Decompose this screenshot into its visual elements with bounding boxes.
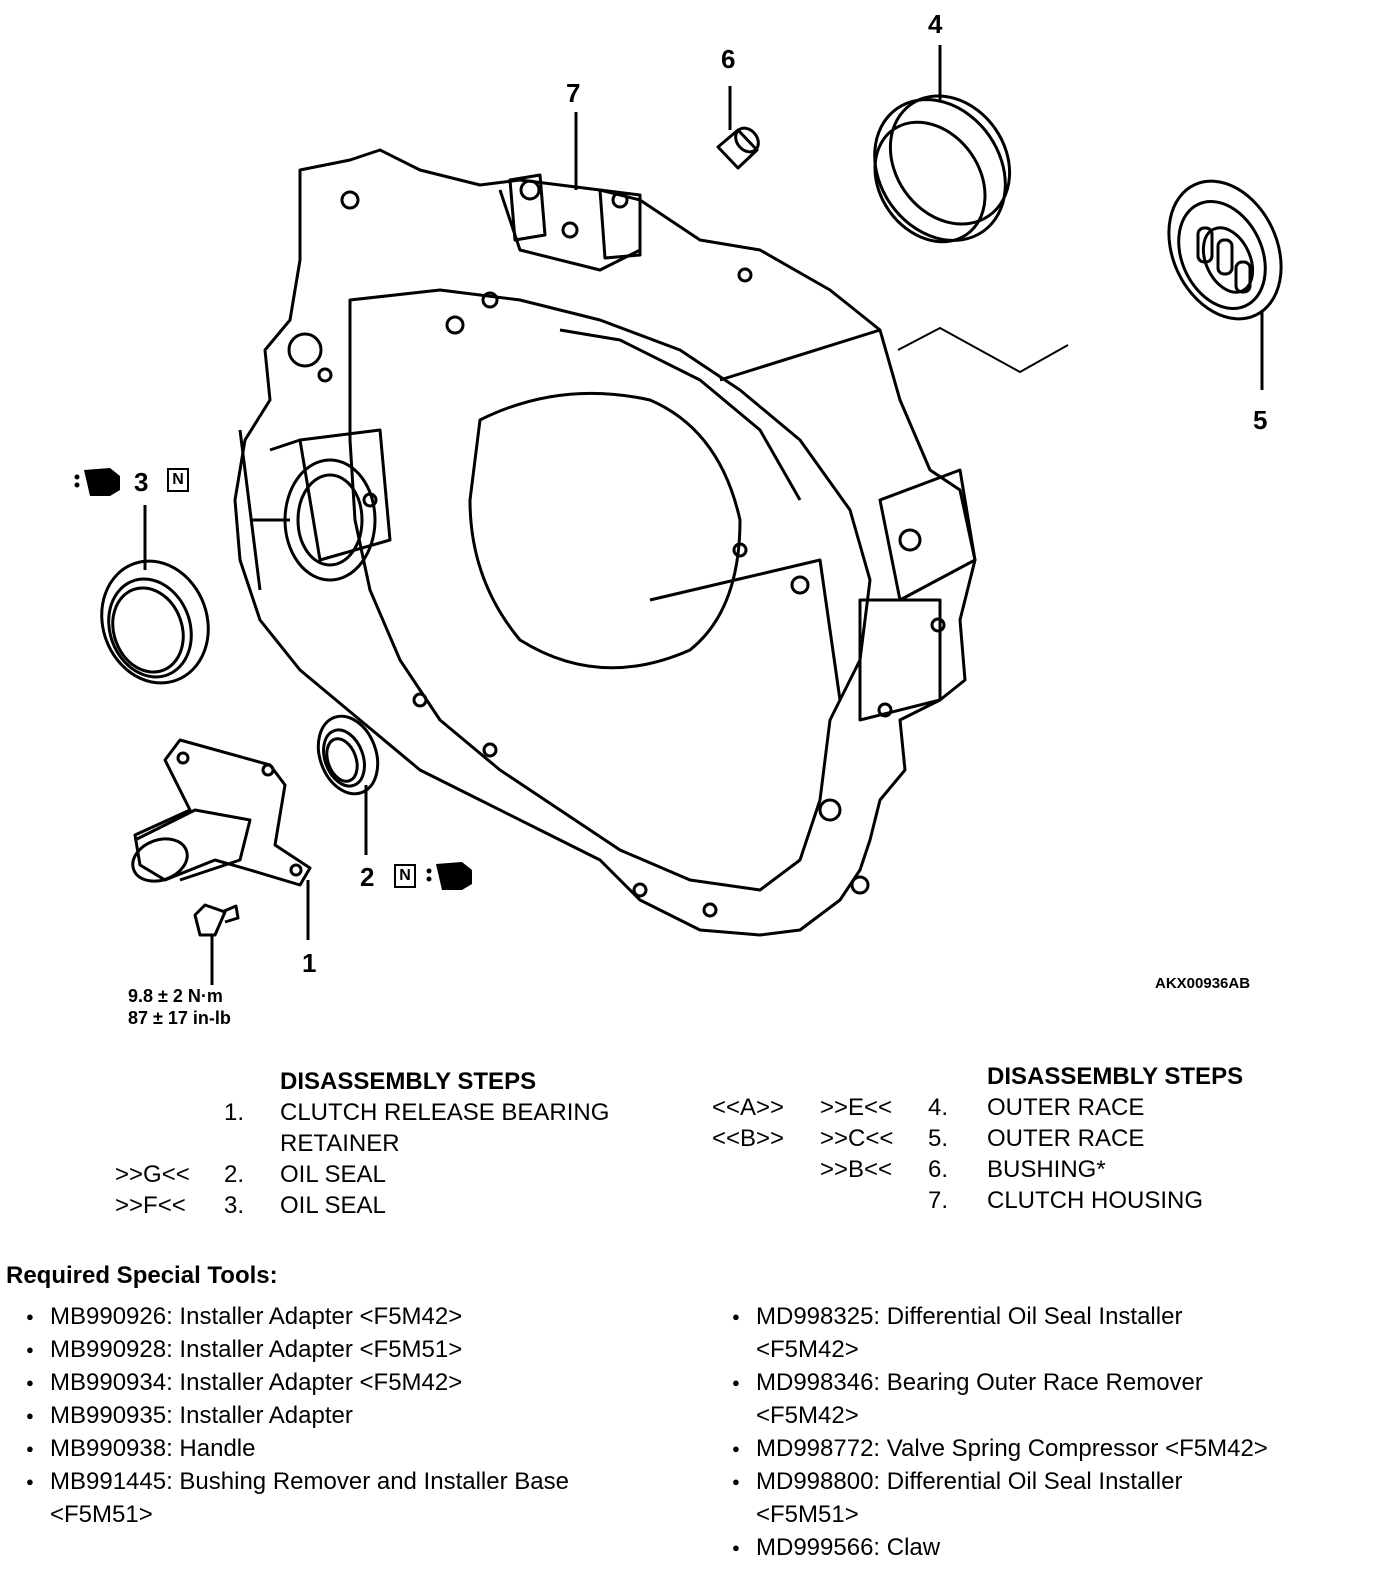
figure-id: AKX00936AB [1155,975,1251,992]
torque-inlb: 87 ± 17 in-lb [128,1008,231,1028]
grease-symbol-icon [74,468,120,496]
step-label: CLUTCH RELEASE BEARING [280,1099,610,1126]
tool-item: MB990938: Handle [6,1432,706,1465]
bushing [716,126,760,170]
retainer-bolt [193,903,240,937]
torque-nm: 9.8 ± 2 N·m [128,986,223,1006]
step-mark: >>F<< [115,1192,186,1219]
step-mark: >>G<< [115,1161,190,1188]
step-label: BUSHING* [987,1156,1106,1183]
steps-left: DISASSEMBLY STEPS 1. CLUTCH RELEASE BEAR… [0,1066,700,1226]
tools-list-left: MB990926: Installer Adapter <F5M42> MB99… [6,1300,706,1531]
step-number: 1. [224,1099,245,1126]
callout-6: 6 [721,44,736,74]
step-number: 4. [928,1094,949,1121]
torque-spec: 9.8 ± 2 N·m 87 ± 17 in-lb [128,985,231,1029]
tool-item: MD998800: Differential Oil Seal Installe… [712,1465,1392,1498]
step-mark: <<A>> [712,1094,785,1121]
outer-race-4 [873,94,1012,244]
tool-item: MB990934: Installer Adapter <F5M42> [6,1366,706,1399]
step-label: RETAINER [280,1130,400,1157]
tool-item-continuation: <F5M42> [756,1336,859,1363]
callout-7: 7 [566,78,581,108]
n-mark-icon: N [167,468,189,492]
step-mark: >>B<< [820,1156,893,1183]
callout-3: 3 [134,467,149,497]
tool-item-continuation: <F5M42> [756,1402,859,1429]
callout-1: 1 [302,948,317,978]
clutch-release-bearing-retainer [131,738,312,887]
oil-seal-2 [316,714,380,796]
step-label: OUTER RACE [987,1125,1145,1152]
tool-item: MB990926: Installer Adapter <F5M42> [6,1300,706,1333]
tool-item-continuation: <F5M51> [50,1501,153,1528]
tool-item: MB991445: Bushing Remover and Installer … [6,1465,706,1498]
step-number: 5. [928,1125,949,1152]
tool-item: MD998325: Differential Oil Seal Installe… [712,1300,1392,1333]
tool-item: MD999566: Claw [712,1531,1392,1564]
tool-item: MD998346: Bearing Outer Race Remover [712,1366,1392,1399]
step-number: 6. [928,1156,949,1183]
step-label: OIL SEAL [280,1161,386,1188]
n-mark-icon: N [394,864,416,888]
step-mark: >>C<< [820,1125,894,1152]
step-number: 2. [224,1161,245,1188]
steps-right-header: DISASSEMBLY STEPS [987,1063,1244,1090]
step-number: 7. [928,1187,949,1214]
exploded-diagram [74,45,1283,985]
clutch-housing [233,148,977,937]
callout-2: 2 [360,862,375,892]
steps-left-header: DISASSEMBLY STEPS [280,1068,537,1095]
step-label: OUTER RACE [987,1094,1145,1121]
tools-list-right: MD998325: Differential Oil Seal Installe… [712,1300,1392,1564]
callout-5: 5 [1253,405,1268,435]
step-number: 3. [224,1192,245,1219]
step-label: OIL SEAL [280,1192,386,1219]
step-label: CLUTCH HOUSING [987,1187,1204,1214]
steps-right: DISASSEMBLY STEPS <<A>> >>E<< 4. OUTER R… [700,1061,1392,1221]
tools-title: Required Special Tools: [6,1262,278,1289]
tool-item: MB990935: Installer Adapter [6,1399,706,1432]
tool-item: MB990928: Installer Adapter <F5M51> [6,1333,706,1366]
grease-symbol-icon [426,862,472,890]
tool-item-continuation: <F5M51> [756,1501,859,1528]
tool-item: MD998772: Valve Spring Compressor <F5M42… [712,1432,1392,1465]
oil-seal-3 [100,559,210,685]
outer-race-5 [1167,179,1283,321]
step-mark: <<B>> [712,1125,785,1152]
callout-4: 4 [928,9,943,39]
step-mark: >>E<< [820,1094,893,1121]
